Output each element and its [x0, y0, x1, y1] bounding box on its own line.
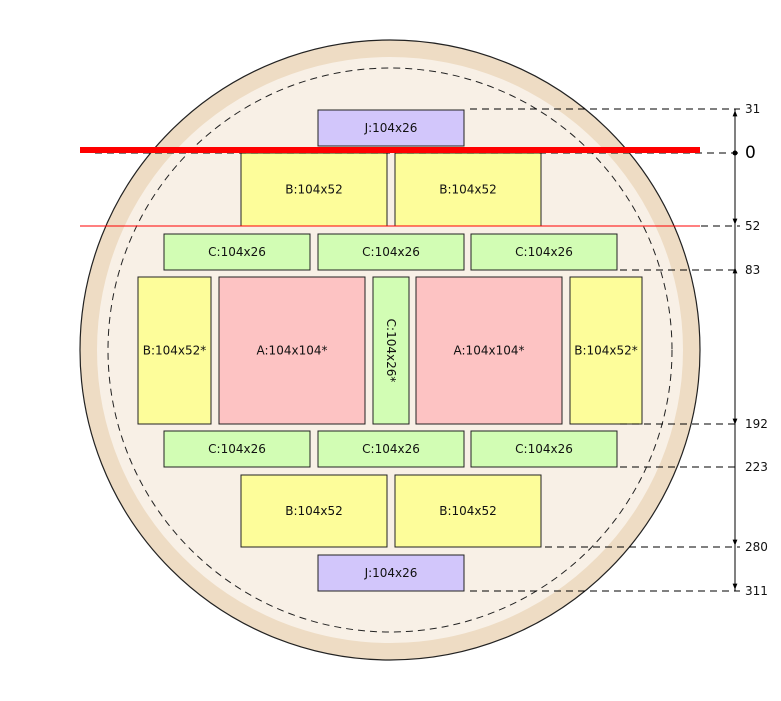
chip-b: B:104x52	[394, 474, 542, 548]
chip-c: C:104x26	[317, 233, 465, 271]
chip-rect	[137, 276, 212, 425]
chip-rect	[415, 276, 563, 425]
chip-c: C:104x26*	[372, 276, 410, 425]
chip-rect	[569, 276, 643, 425]
chip-a: A:104x104*	[415, 276, 563, 425]
chip-rect	[470, 430, 618, 468]
dimension-labels: 31 0 52 83 192 223 280 311	[745, 102, 768, 598]
chip-c: C:104x26	[470, 233, 618, 271]
chip-b: B:104x52	[240, 474, 388, 548]
chip-label: C:104x26	[208, 442, 266, 456]
chip-rect	[163, 430, 311, 468]
chip-label: J:104x26	[364, 566, 418, 580]
chip-rect	[163, 233, 311, 271]
origin-marker	[732, 150, 738, 156]
chip-label: A:104x104*	[454, 344, 525, 358]
dimension-label: 83	[745, 263, 760, 277]
chip-rect	[394, 474, 542, 548]
chip-label: C:104x26	[515, 245, 573, 259]
chip-label: B:104x52	[285, 504, 343, 518]
chip-rect	[470, 233, 618, 271]
chip-label: J:104x26	[364, 121, 418, 135]
chip-c: C:104x26	[163, 233, 311, 271]
chip-rect	[317, 109, 465, 147]
chip-rect	[372, 276, 410, 425]
dimension-label: 192	[745, 417, 768, 431]
dimension-label: 52	[745, 219, 760, 233]
chip-label: C:104x26*	[384, 319, 398, 383]
chip-label: A:104x104*	[257, 344, 328, 358]
chip-label: B:104x52	[285, 183, 343, 197]
chip-label: B:104x52*	[143, 344, 207, 358]
chip-j: J:104x26	[317, 554, 465, 592]
chip-rect	[240, 474, 388, 548]
usable-area-boundary	[107, 67, 673, 633]
chip-label: B:104x52*	[574, 344, 638, 358]
dimension-arrows	[732, 110, 738, 590]
chip-rect	[317, 554, 465, 592]
chip-b: B:104x52	[240, 152, 388, 227]
chip-c: C:104x26	[317, 430, 465, 468]
chip-b: B:104x52	[394, 152, 542, 227]
chip-label: B:104x52	[439, 183, 497, 197]
dimension-label: 311	[745, 584, 768, 598]
chip-rect	[317, 430, 465, 468]
dimension-zero: 0	[745, 143, 756, 163]
chip-a: A:104x104*	[218, 276, 366, 425]
dimension-label: 31	[745, 102, 760, 116]
chip-rect	[240, 152, 388, 227]
chip-label: C:104x26	[208, 245, 266, 259]
dimension-label: 223	[745, 460, 768, 474]
chip-b: B:104x52*	[137, 276, 212, 425]
chip-j: J:104x26	[317, 109, 465, 147]
chip-rect	[317, 233, 465, 271]
dimension-label: 280	[745, 540, 768, 554]
chip-rect	[394, 152, 542, 227]
chip-label: C:104x26	[362, 442, 420, 456]
chip-b: B:104x52*	[569, 276, 643, 425]
chip-label: B:104x52	[439, 504, 497, 518]
chip-label: C:104x26	[515, 442, 573, 456]
chip-c: C:104x26	[470, 430, 618, 468]
chip-label: C:104x26	[362, 245, 420, 259]
chip-c: C:104x26	[163, 430, 311, 468]
chip-rect	[218, 276, 366, 425]
